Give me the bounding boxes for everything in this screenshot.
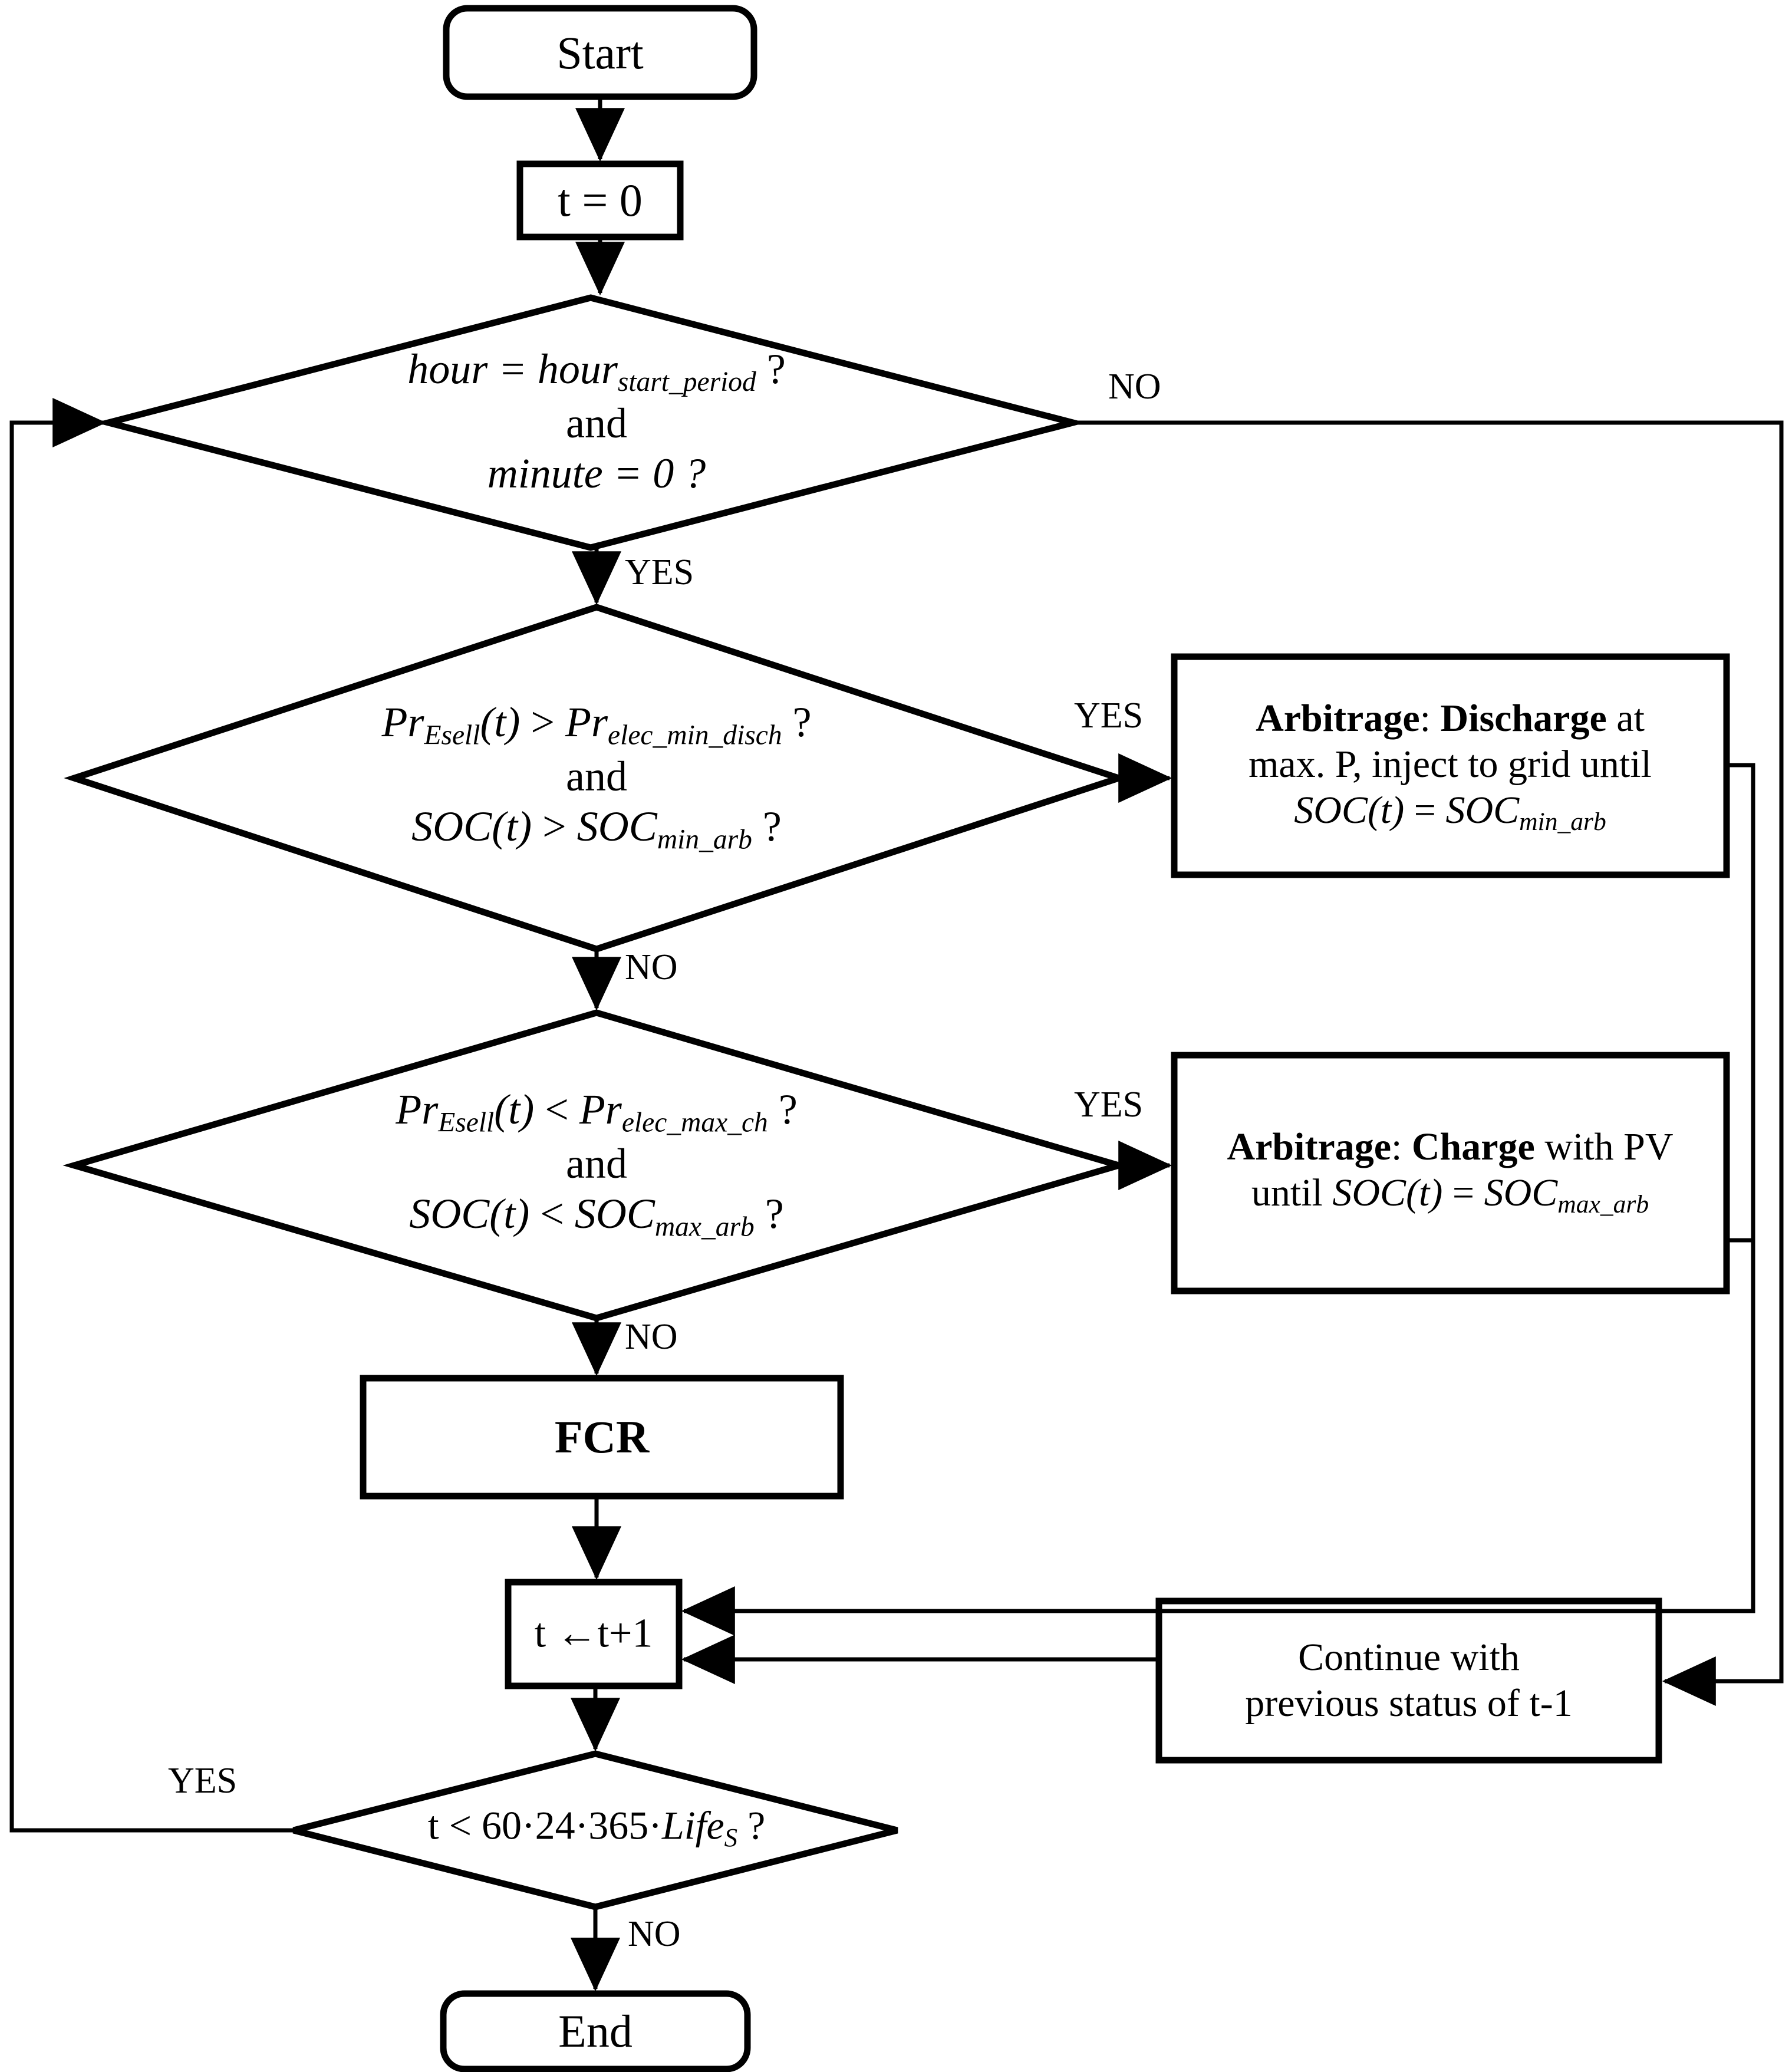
edge-label-loop-yes: YES: [168, 1761, 238, 1801]
node-continue-prev-shape: [1155, 1597, 1662, 1764]
decision-time-line3: minute = 0 ?: [487, 450, 706, 498]
decision-charge-line3: SOC(t) < SOCmax_arb ?: [409, 1190, 784, 1243]
decision-discharge-line1: PrEsell(t) > Prelec_min_disch ?: [381, 699, 812, 751]
arbitrage-charge-line1: Arbitrage: Charge with PV: [1227, 1125, 1674, 1168]
decision-time-line2: and: [566, 400, 627, 447]
edge-decision-loop-yes: [9, 398, 294, 1833]
node-decision-time-shape: [95, 294, 1086, 551]
node-start-label: Start: [556, 26, 643, 80]
edge-label-time-yes: YES: [625, 552, 694, 592]
node-arbitrage-discharge-label: Arbitrage: Discharge at max. P, inject t…: [1185, 696, 1715, 837]
node-decision-discharge-label: PrEsell(t) > Prelec_min_disch ? and SOC(…: [381, 697, 811, 857]
node-arbitrage-charge-label: Arbitrage: Charge with PV until SOC(t) =…: [1185, 1124, 1715, 1220]
decision-charge-line2: and: [566, 1140, 627, 1188]
edge-arbitrage-discharge-to-increment: [681, 763, 1755, 1636]
node-fcr-label: FCR: [555, 1410, 649, 1464]
decision-discharge-line2: and: [566, 753, 627, 801]
end-text: End: [558, 2005, 633, 2057]
node-decision-time-label: hour = hourstart_period ? and minute = 0…: [407, 344, 786, 499]
arbitrage-discharge-line1: Arbitrage: Discharge at: [1256, 696, 1645, 740]
node-increment-label: t ←t+1: [535, 1610, 653, 1659]
arbitrage-discharge-line2: max. P, inject to grid until: [1249, 742, 1652, 786]
node-end-shape: [440, 1990, 751, 2072]
node-arbitrage-discharge-shape: [1171, 653, 1730, 878]
node-fcr-shape: [360, 1375, 844, 1500]
node-init-shape: [516, 160, 684, 241]
node-end-label: End: [558, 2004, 633, 2058]
continue-prev-line2: previous status of t-1: [1245, 1682, 1573, 1725]
node-decision-charge-label: PrEsell(t) < Prelec_max_ch ? and SOC(t) …: [396, 1085, 798, 1244]
fcr-text: FCR: [554, 1411, 650, 1462]
decision-time-line1: hour = hourstart_period ?: [407, 345, 786, 398]
edge-label-loop-no: NO: [628, 1914, 681, 1954]
edge-label-charge-no: NO: [625, 1317, 678, 1357]
node-arbitrage-charge-shape: [1171, 1052, 1730, 1294]
edge-label-discharge-yes: YES: [1074, 696, 1144, 736]
init-text: t = 0: [558, 174, 643, 226]
decision-charge-line1: PrEsell(t) < Prelec_max_ch ?: [396, 1086, 798, 1138]
node-decision-loop-label: t < 60·24·365·LifeS ?: [427, 1803, 766, 1852]
arbitrage-charge-line2: until SOC(t) = SOCmax_arb: [1251, 1171, 1649, 1218]
start-text: Start: [556, 27, 644, 78]
edge-decision-time-no: [1073, 420, 1784, 1706]
node-init-label: t = 0: [558, 173, 643, 228]
decision-discharge-line3: SOC(t) > SOCmin_arb ?: [411, 803, 782, 855]
edge-label-time-no: NO: [1108, 367, 1161, 407]
arbitrage-discharge-line3: SOC(t) = SOCmin_arb: [1294, 788, 1606, 836]
node-continue-prev-label: Continue with previous status of t-1: [1164, 1635, 1653, 1727]
edge-label-charge-yes: YES: [1074, 1085, 1144, 1125]
continue-prev-line1: Continue with: [1298, 1636, 1520, 1679]
increment-text: t ←t+1: [534, 1610, 653, 1656]
edge-label-discharge-no: NO: [625, 947, 678, 987]
